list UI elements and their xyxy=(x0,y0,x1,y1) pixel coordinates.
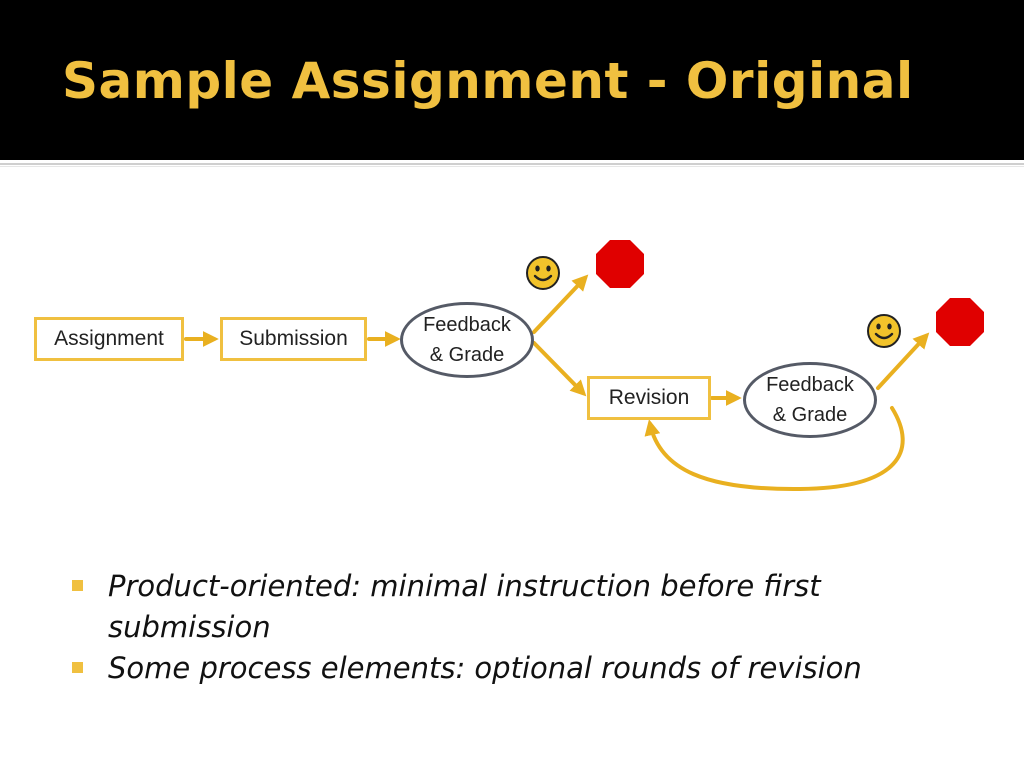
smiley-icon xyxy=(526,256,560,290)
stop-sign-icon xyxy=(936,298,984,346)
square-bullet-icon xyxy=(72,662,83,673)
node-assignment-label: Assignment xyxy=(54,327,164,350)
bullet-item: Some process elements: optional rounds o… xyxy=(72,648,952,689)
node-submission: Submission xyxy=(220,317,367,361)
node-feedback-grade-1: Feedback & Grade xyxy=(400,302,534,378)
node-feedback-grade-1-line2: & Grade xyxy=(429,344,505,366)
stop-sign-icon xyxy=(596,240,644,288)
bullet-item: Product-oriented: minimal instruction be… xyxy=(72,566,952,648)
node-assignment: Assignment xyxy=(34,317,184,361)
node-feedback-grade-2: Feedback & Grade xyxy=(743,362,877,438)
arrow-feedback-to-stop xyxy=(532,274,589,334)
arrow-feedback2-to-stop xyxy=(876,332,930,390)
bullet-text: Product-oriented: minimal instruction be… xyxy=(108,569,821,644)
smiley-icon xyxy=(867,314,901,348)
arrow-feedback-to-revision xyxy=(532,341,587,397)
node-submission-label: Submission xyxy=(239,327,348,350)
title-divider-thin xyxy=(0,166,1024,167)
node-feedback-grade-2-line2: & Grade xyxy=(772,404,848,426)
node-feedback-grade-1-line1: Feedback xyxy=(423,314,511,336)
bullet-text: Some process elements: optional rounds o… xyxy=(108,651,862,685)
title-divider xyxy=(0,163,1024,165)
node-feedback-grade-2-line1: Feedback xyxy=(766,374,854,396)
loop-arrow-revision xyxy=(644,406,905,492)
slide-title: Sample Assignment - Original xyxy=(62,52,914,110)
square-bullet-icon xyxy=(72,580,83,591)
bullet-list: Product-oriented: minimal instruction be… xyxy=(72,566,952,689)
arrow-group xyxy=(184,274,930,492)
node-revision: Revision xyxy=(587,376,711,420)
node-revision-label: Revision xyxy=(608,386,690,409)
title-bar: Sample Assignment - Original xyxy=(0,0,1024,160)
